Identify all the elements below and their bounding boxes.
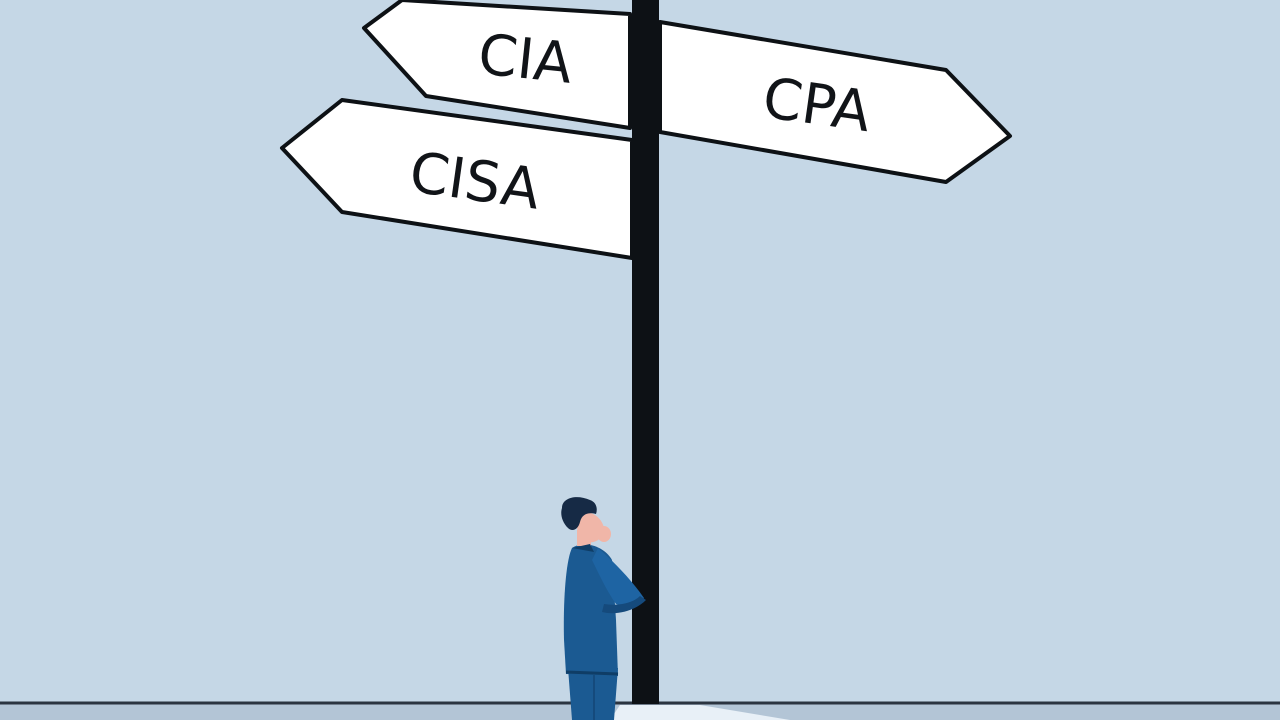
sign-cia-board [362,0,632,130]
person-arm [592,548,644,606]
signpost-pole [632,0,659,704]
sign-cpa-board [658,20,1012,184]
person-forearm [602,596,646,614]
sign-cisa-board [280,98,634,260]
sign-cpa-label: CPA [759,66,875,145]
person-jacket-hem [565,670,619,676]
sign-cia: CIA [362,0,632,130]
light-patch [610,705,790,720]
sign-cisa: CISA [280,98,634,260]
person-hair [561,497,597,530]
sign-cia-label: CIA [475,22,575,96]
person-collar [572,544,594,552]
thinking-person-icon [561,497,646,720]
person-face [577,511,604,543]
sign-cpa: CPA [658,20,1012,184]
